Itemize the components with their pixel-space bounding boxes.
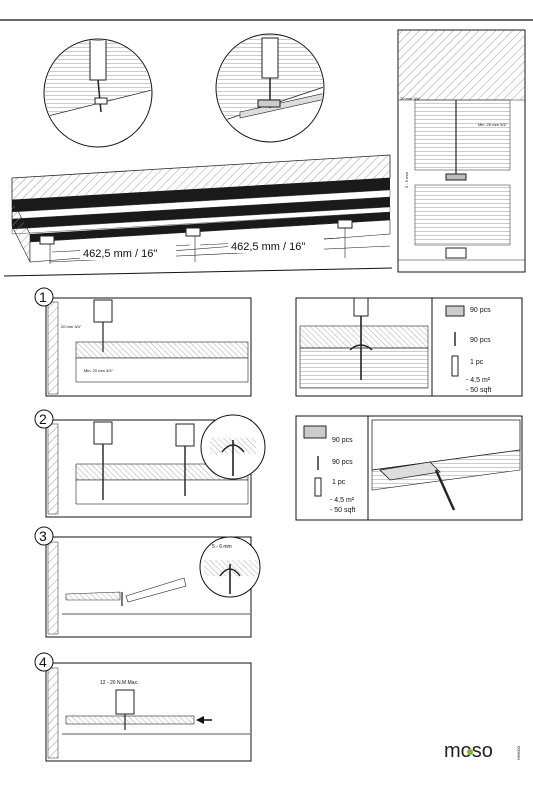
side-gap-side: 5 - 6 mm: [404, 172, 409, 188]
kit-b-coverage-1: - 4,5 m²: [330, 497, 355, 504]
spacing-label-left: 462,5 mm / 16": [83, 248, 157, 260]
brand-logo-dot: [467, 749, 473, 755]
side-gap-top: 20 mm 3/4": [400, 96, 421, 101]
kit-a-item-3: 1 pc: [470, 359, 484, 366]
step-1-panel: [45, 297, 252, 397]
brand-code: H90000: [516, 745, 521, 760]
step-3-badge: [34, 526, 54, 546]
step-3-gap: 5 - 6 mm: [212, 544, 232, 550]
step-2-panel: [45, 414, 266, 518]
step-1-badge: [34, 287, 54, 307]
deck-perspective: [3, 154, 393, 277]
kit-a-item-2: 90 pcs: [470, 337, 491, 344]
step-3-number: 3: [39, 528, 47, 544]
kit-b-coverage-2: - 50 sqft: [330, 507, 355, 514]
detail-circle-left: [43, 38, 153, 148]
step-4-panel: [45, 662, 252, 762]
step-1-depth: 20 mm 3/4": [61, 324, 82, 329]
kit-b-panel: [295, 415, 523, 521]
step-2-badge: [34, 409, 54, 429]
spacing-label-right: 462,5 mm / 16": [231, 241, 305, 253]
detail-circle-right: [215, 33, 325, 143]
step-1-number: 1: [39, 289, 47, 305]
kit-b-item-2: 90 pcs: [332, 459, 353, 466]
step-4-badge: [34, 652, 54, 672]
side-min-label: Min. 20 mm 3/4": [478, 122, 508, 127]
step-3-panel: [45, 536, 261, 638]
kit-a-coverage-1: - 4,5 m²: [466, 377, 491, 384]
kit-b-item-1: 90 pcs: [332, 437, 353, 444]
side-section-view: [397, 29, 526, 273]
kit-b-item-3: 1 pc: [332, 479, 346, 486]
kit-a-coverage-2: - 50 sqft: [466, 387, 491, 394]
kit-a-item-1: 90 pcs: [470, 307, 491, 314]
kit-a-panel: [295, 297, 523, 397]
step-4-number: 4: [39, 654, 47, 670]
step-1-min: Min. 20 mm 3/4": [84, 368, 114, 373]
step-4-torque: 12 - 20 N.M Max.: [100, 680, 138, 686]
step-2-number: 2: [39, 411, 47, 427]
